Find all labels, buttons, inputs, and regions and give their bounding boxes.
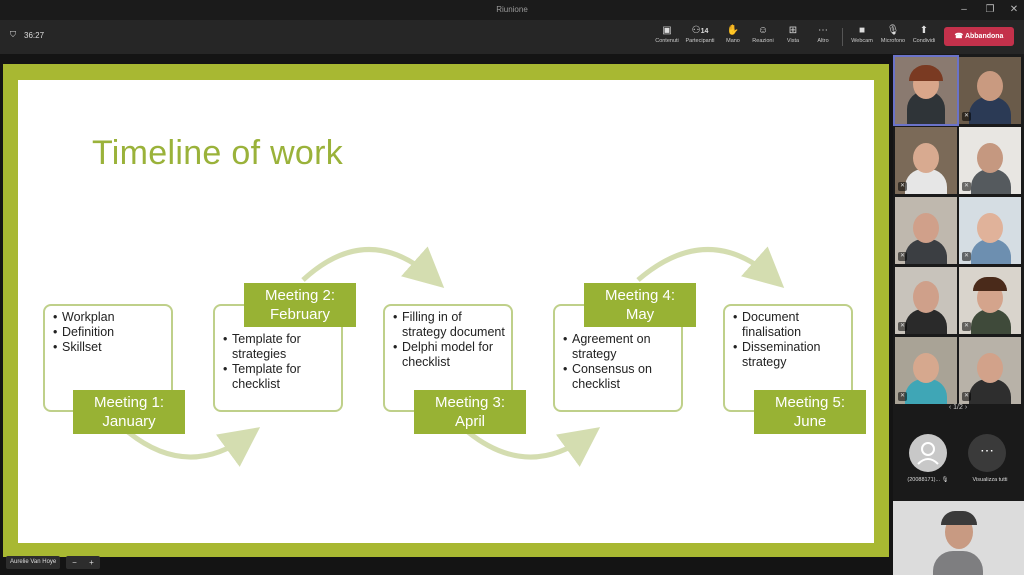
more-icon: ⋯: [980, 442, 994, 458]
mic-muted-icon: ✕: [898, 322, 907, 331]
mic-off-icon: 🎙: [886, 25, 900, 36]
meeting-3-box: Filling in of strategy document Delphi m…: [383, 304, 513, 412]
camera-icon: ■: [858, 25, 866, 36]
meeting-5-label: Meeting 5: June: [754, 390, 866, 434]
list-item: Consensus on checklist: [563, 362, 677, 392]
mic-muted-icon: ✕: [962, 182, 971, 191]
list-item: Document finalisation: [733, 310, 847, 340]
mic-muted-icon: 🎙: [941, 477, 949, 483]
microphone-button[interactable]: 🎙 Microfono: [876, 24, 910, 50]
participant-video-tile[interactable]: ✕: [959, 197, 1021, 264]
page-indicator: 1/2: [953, 404, 963, 411]
list-item: Dissemination strategy: [733, 340, 847, 370]
participants-pager: ‹ 1/2 ›: [933, 404, 983, 411]
meeting-1-label: Meeting 1: January: [73, 390, 185, 434]
presentation-slide: Timeline of work Workplan Definition Ski…: [18, 80, 874, 543]
mic-muted-icon: ✕: [898, 182, 907, 191]
mic-muted-icon: ✕: [962, 322, 971, 331]
participant-video-tile[interactable]: ✕: [959, 267, 1021, 334]
self-view-video[interactable]: [893, 501, 1024, 575]
share-icon: ⬆: [919, 25, 929, 36]
participants-button[interactable]: ⚇14 Partecipanti: [685, 25, 715, 44]
zoom-controls: − +: [66, 556, 100, 569]
list-item: Filling in of strategy document: [393, 310, 507, 340]
participant-video-tile[interactable]: ✕: [895, 127, 957, 194]
window-title: Riunione: [496, 5, 528, 14]
participants-panel: ✕ ✕ ✕ ✕ ✕ ✕ ✕ ✕ ✕: [893, 54, 1024, 575]
timeline-arrow-1: [126, 427, 261, 467]
timeline-arrow-3: [466, 427, 601, 467]
mic-muted-icon: ✕: [962, 252, 971, 261]
list-item: Agreement on strategy: [563, 332, 677, 362]
meeting-2-label: Meeting 2: February: [244, 283, 356, 327]
toolbar-divider: [842, 28, 843, 46]
view-button[interactable]: ⊞ Vista: [776, 24, 810, 50]
meeting-3-label: Meeting 3: April: [414, 390, 526, 434]
participant-video-tile[interactable]: [893, 55, 959, 126]
window-title-bar: Riunione: [0, 0, 1024, 20]
shield-icon: ⛉: [10, 30, 16, 39]
list-item: Delphi model for checklist: [393, 340, 507, 370]
close-icon[interactable]: ✕: [1009, 4, 1019, 15]
participants-count: 14: [700, 28, 709, 35]
mic-muted-icon: ✕: [962, 392, 971, 401]
participant-label: (20088171)... 🎙: [907, 477, 949, 483]
participant-video-tile[interactable]: ✕: [895, 267, 957, 334]
slide-title: Timeline of work: [92, 134, 344, 172]
phone-icon: ☎: [954, 33, 964, 40]
chevron-right-icon[interactable]: ›: [964, 404, 968, 411]
more-icon: ⋯: [818, 25, 828, 36]
list-item: Skillset: [53, 340, 167, 355]
minimize-icon[interactable]: –: [961, 4, 967, 15]
chevron-left-icon[interactable]: ‹: [948, 404, 952, 411]
webcam-button[interactable]: ■ Webcam: [845, 24, 879, 50]
meeting-4-label: Meeting 4: May: [584, 283, 696, 327]
list-item: Template for checklist: [223, 362, 337, 392]
presenter-name-tag: Aurelie Van Hoye: [6, 556, 61, 569]
list-item: Template for strategies: [223, 332, 337, 362]
person-icon: [917, 442, 939, 465]
content-button[interactable]: ▣ Contenuti: [650, 24, 684, 50]
reactions-button[interactable]: ☺ Reazioni: [746, 24, 780, 50]
meeting-timer: ⛉ 36:27: [10, 30, 44, 40]
leave-button[interactable]: ☎ Abbandona: [944, 27, 1014, 46]
list-item: Definition: [53, 325, 167, 340]
hand-icon: ✋: [726, 25, 740, 36]
meeting-toolbar: ⛉ 36:27 ▣ Contenuti ⚇14 Partecipanti ✋ M…: [0, 20, 1024, 54]
content-icon: ▣: [662, 25, 672, 36]
participant-video-tile[interactable]: ✕: [959, 127, 1021, 194]
more-button[interactable]: ⋯ Altro: [806, 24, 840, 50]
smiley-icon: ☺: [757, 25, 769, 36]
avatar[interactable]: [909, 434, 947, 472]
zoom-out-button[interactable]: −: [72, 558, 77, 567]
participant-video-tile[interactable]: ✕: [895, 197, 957, 264]
participant-video-tile[interactable]: ✕: [959, 337, 1021, 404]
raise-hand-button[interactable]: ✋ Mano: [716, 24, 750, 50]
shared-screen: Timeline of work Workplan Definition Ski…: [0, 54, 893, 575]
timeline-arrow-4: [636, 246, 785, 288]
mic-muted-icon: ✕: [898, 392, 907, 401]
participant-video-tile[interactable]: ✕: [959, 57, 1021, 124]
zoom-in-button[interactable]: +: [89, 558, 94, 567]
timer-value: 36:27: [24, 30, 45, 40]
view-icon: ⊞: [788, 25, 798, 36]
share-button[interactable]: ⬆ Condividi: [907, 24, 941, 50]
view-all-button[interactable]: ⋯: [968, 434, 1006, 472]
view-all-label: Visualizza tutti: [972, 477, 1008, 483]
participant-video-tile[interactable]: ✕: [895, 337, 957, 404]
timeline-arrow-2: [301, 246, 445, 288]
mic-muted-icon: ✕: [898, 252, 907, 261]
timeline-arrows: [126, 246, 785, 467]
mic-muted-icon: ✕: [962, 112, 971, 121]
people-icon: ⚇: [691, 25, 701, 36]
maximize-icon[interactable]: ❐: [985, 4, 995, 15]
list-item: Workplan: [53, 310, 167, 325]
